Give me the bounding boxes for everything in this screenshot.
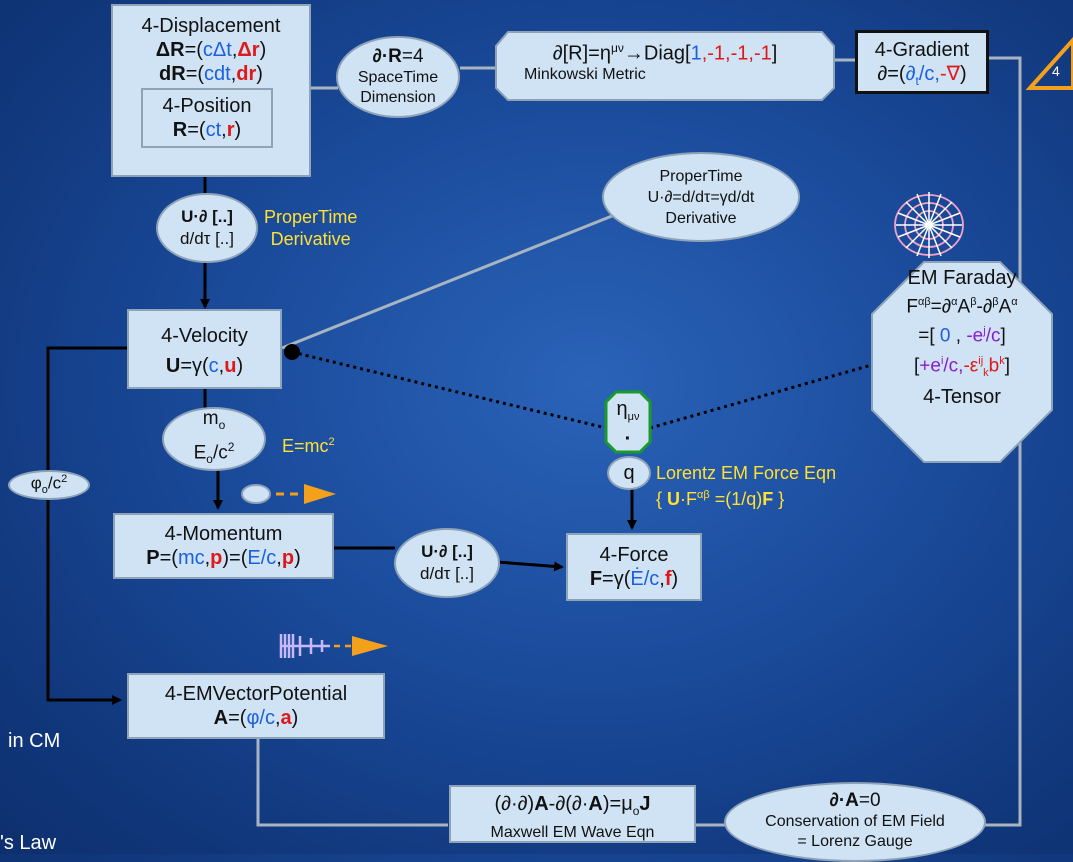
potential-title: 4-EMVectorPotential [164, 683, 348, 705]
particle-arrow-icon [241, 484, 336, 504]
dotted-connectors [291, 350, 883, 430]
momentum-eq: P=(mc,p)=(E/c,p) [146, 547, 301, 569]
position-title: 4-Position [162, 95, 252, 117]
spacetime-oval: ∂·R=4 SpaceTime Dimension [336, 36, 460, 118]
gauge-oval: ∂·A=0 Conservation of EM Field = Lorenz … [724, 782, 986, 862]
left-text-law: 's Law [0, 832, 57, 854]
velocity-box: 4-Velocity U=γ(c,u) [127, 309, 282, 389]
black-connectors [46, 175, 637, 705]
wave-box: (∂·∂)A-∂(∂·A)=μoJ Maxwell EM Wave Eqn [449, 785, 696, 843]
position-box: 4-Position R=(ct,r) [141, 88, 273, 148]
triangle-icon [1025, 37, 1073, 90]
metric-eq: ∂[R]=ημν→Diag[1,-1,-1,-1] [552, 41, 778, 65]
displacement-delta-eq: ΔR=(cΔt,Δr) [155, 39, 267, 61]
emc2-label: E=mc2 [282, 436, 335, 456]
gradient-box: 4-Gradient ∂=(∂t/c,-∇) [855, 30, 989, 94]
position-eq: R=(ct,r) [172, 119, 242, 141]
velocity-title: 4-Velocity [161, 325, 248, 347]
momentum-title: 4-Momentum [164, 523, 283, 545]
field-lines-icon [894, 192, 964, 258]
force-eq: F=γ(Ė/c,f) [589, 568, 679, 590]
wave-label: Maxwell EM Wave Eqn [490, 824, 655, 841]
displacement-title: 4-Displacement [141, 15, 281, 37]
metric-octagon-shape [495, 31, 835, 101]
q-oval: q [607, 456, 651, 490]
faraday-octagon-shape [871, 261, 1053, 463]
force-box: 4-Force F=γ(Ė/c,f) [566, 533, 702, 601]
wave-eq: (∂·∂)A-∂(∂·A)=μoJ [494, 793, 651, 818]
force-title: 4-Force [599, 544, 669, 566]
propertime-oval: ProperTime U·∂=d/dτ=γd/dt Derivative [602, 152, 800, 242]
metric-label: Minkowski Metric [524, 65, 646, 83]
mass-oval: mo Eo/c2 [162, 407, 266, 471]
left-text-cm: in CM [8, 730, 61, 752]
potential-eq: A=(φ/c,a) [213, 707, 299, 729]
momentum-box: 4-Momentum P=(mc,p)=(E/c,p) [113, 513, 334, 579]
gradient-title: 4-Gradient [874, 39, 970, 61]
potential-box: 4-EMVectorPotential A=(φ/c,a) [127, 673, 385, 739]
faraday-octagon: EM Faraday Fαβ=∂αAβ-∂βAα =[ 0 , -ej/c] [… [906, 267, 1018, 408]
lorentz-label: Lorentz EM Force Eqn { U·Fαβ =(1/q)F } [656, 463, 837, 509]
metric-octagon: ∂[R]=ημν→Diag[1,-1,-1,-1] Minkowski Metr… [498, 36, 832, 96]
triangle-label: 4 [1052, 63, 1060, 79]
displacement-box: 4-Displacement ΔR=(cΔt,Δr) dR=(cdt,dr) 4… [111, 4, 311, 177]
dot-velocity [284, 344, 300, 360]
udel-top-oval: U·∂ [..] d/dτ [..] [156, 193, 258, 263]
eta-label: ημν · [616, 398, 640, 450]
gradient-eq: ∂=(∂t/c,-∇) [877, 63, 967, 88]
propertime-label: ProperTime Derivative [264, 207, 358, 249]
displacement-diff-eq: dR=(cdt,dr) [159, 63, 263, 85]
udel-mid-oval: U·∂ [..] d/dτ [..] [394, 528, 500, 598]
eta-octagon [604, 390, 652, 454]
phi-oval: φo/c2 [8, 470, 90, 500]
wave-packet-icon [279, 634, 388, 658]
velocity-eq: U=γ(c,u) [165, 355, 244, 377]
